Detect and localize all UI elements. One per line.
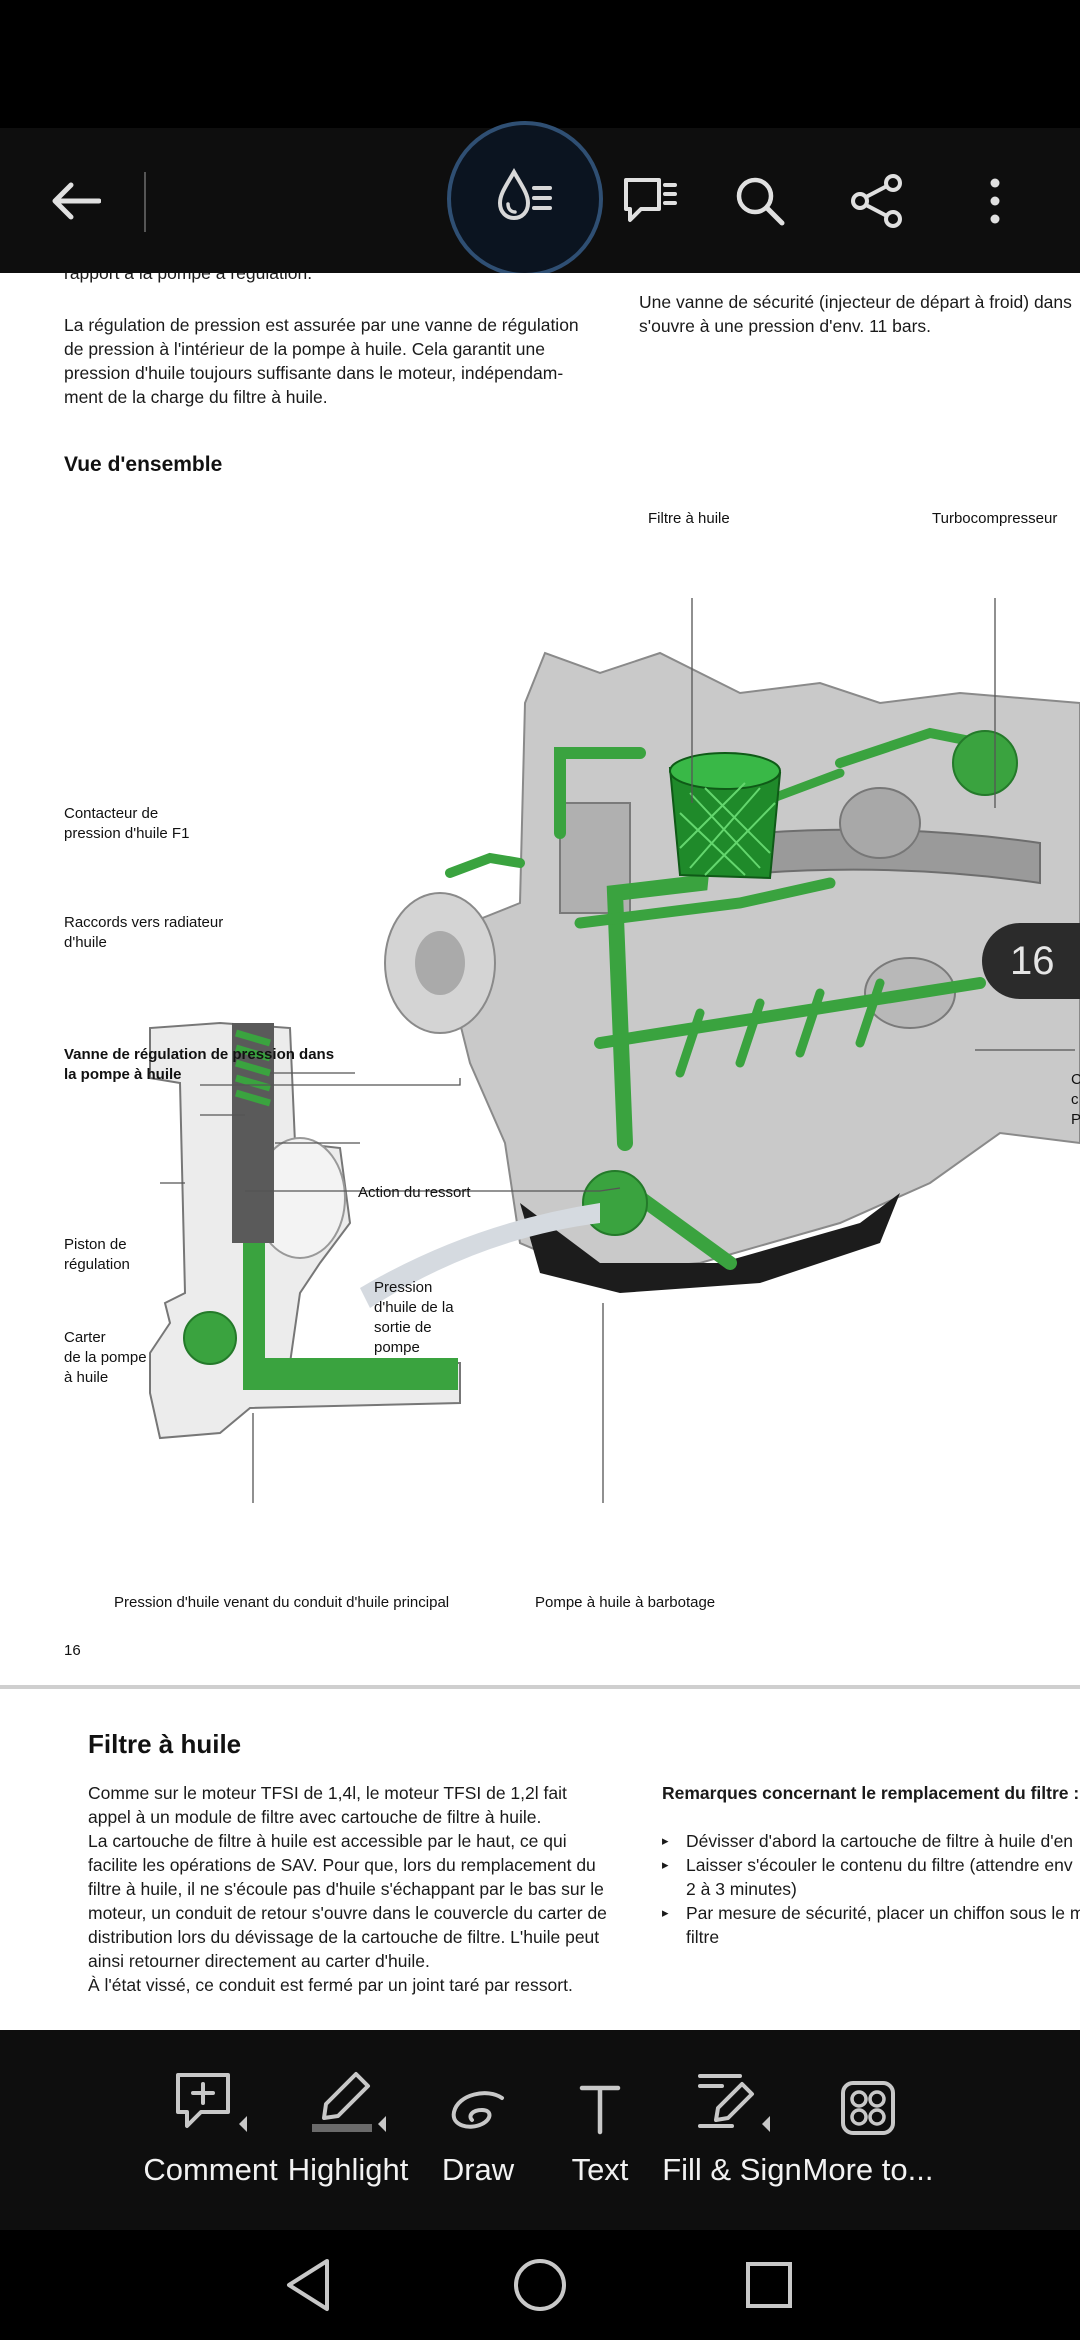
text-icon <box>579 2085 621 2135</box>
fill-sign-tool-button[interactable]: Fill & Sign <box>662 2030 802 2230</box>
more-tools-button[interactable]: More to... <box>798 2030 938 2230</box>
back-arrow-icon <box>52 182 101 219</box>
engine-diagram <box>149 598 1080 1503</box>
comment-add-icon <box>175 2073 247 2132</box>
share-button[interactable] <box>832 128 922 273</box>
label-turbocompresseur: Turbocompresseur <box>932 510 1058 527</box>
label-action-ressort: Action du ressort <box>358 1184 471 1201</box>
search-icon <box>736 177 785 225</box>
draw-icon <box>451 2091 504 2129</box>
draw-tool-button[interactable]: Draw <box>423 2030 533 2230</box>
nav-recents-icon[interactable] <box>744 2260 794 2310</box>
list-item: Par mesure de sécurité, placer un chiffo… <box>662 1901 1080 1949</box>
text-tool-label: Text <box>571 2152 629 2187</box>
remarks-list: Dévisser d'abord la cartouche de filtre … <box>662 1829 1080 1949</box>
liquid-mode-button[interactable] <box>447 121 603 277</box>
label-pression-conduit: Pression d'huile venant du conduit d'hui… <box>114 1594 450 1611</box>
highlight-tool-label: Highlight <box>287 2152 409 2187</box>
page-separator <box>0 1685 1080 1689</box>
more-tools-label: More to... <box>802 2152 934 2187</box>
page-number-badge[interactable]: 16 <box>982 923 1080 999</box>
text-tool-button[interactable]: Text <box>545 2030 655 2230</box>
highlight-tool-button[interactable]: Highlight <box>283 2030 413 2230</box>
liquid-mode-icon <box>497 167 552 221</box>
body-text-cut: rapport à la pompe à régulation. <box>64 273 313 283</box>
bottom-toolbar: Comment Highlight Draw Text <box>0 2030 1080 2230</box>
page-heading: Filtre à huile <box>88 1729 242 1759</box>
section-heading: Vue d'ensemble <box>64 453 223 476</box>
list-item: Dévisser d'abord la cartouche de filtre … <box>662 1829 1080 1853</box>
status-bar <box>0 0 1080 128</box>
nav-back-icon[interactable] <box>283 2257 333 2313</box>
highlight-pen-icon <box>312 2072 386 2132</box>
fill-sign-icon <box>698 2074 770 2132</box>
remarks-title: Remarques concernant le remplacement du … <box>662 1783 1080 1803</box>
label-filtre-huile: Filtre à huile <box>648 510 730 527</box>
document-viewport[interactable]: rapport à la pompe à régulation. La régu… <box>0 273 1080 2030</box>
page-number: 16 <box>64 1642 81 1659</box>
comments-icon <box>624 177 677 222</box>
system-nav-bar <box>0 2230 1080 2340</box>
list-item: Laisser s'écouler le contenu du filtre (… <box>662 1853 1080 1901</box>
comment-tool-label: Comment <box>143 2152 278 2187</box>
back-button[interactable] <box>40 128 110 273</box>
fill-sign-tool-label: Fill & Sign <box>662 2152 802 2187</box>
label-pompe-barbotage: Pompe à huile à barbotage <box>535 1594 716 1611</box>
more-tools-icon <box>841 2081 895 2135</box>
share-icon <box>851 173 902 228</box>
toolbar-divider <box>144 172 146 232</box>
more-vert-icon <box>990 178 1000 223</box>
pdf-page-17: Filtre à huile Comme sur le moteur TFSI … <box>0 1689 1080 2030</box>
comments-button[interactable] <box>605 128 695 273</box>
nav-home-icon[interactable] <box>512 2257 568 2313</box>
search-button[interactable] <box>715 128 805 273</box>
pdf-page-16: rapport à la pompe à régulation. La régu… <box>0 273 1080 1685</box>
comment-tool-button[interactable]: Comment <box>138 2030 283 2230</box>
more-button[interactable] <box>965 128 1025 273</box>
draw-tool-label: Draw <box>441 2152 515 2187</box>
